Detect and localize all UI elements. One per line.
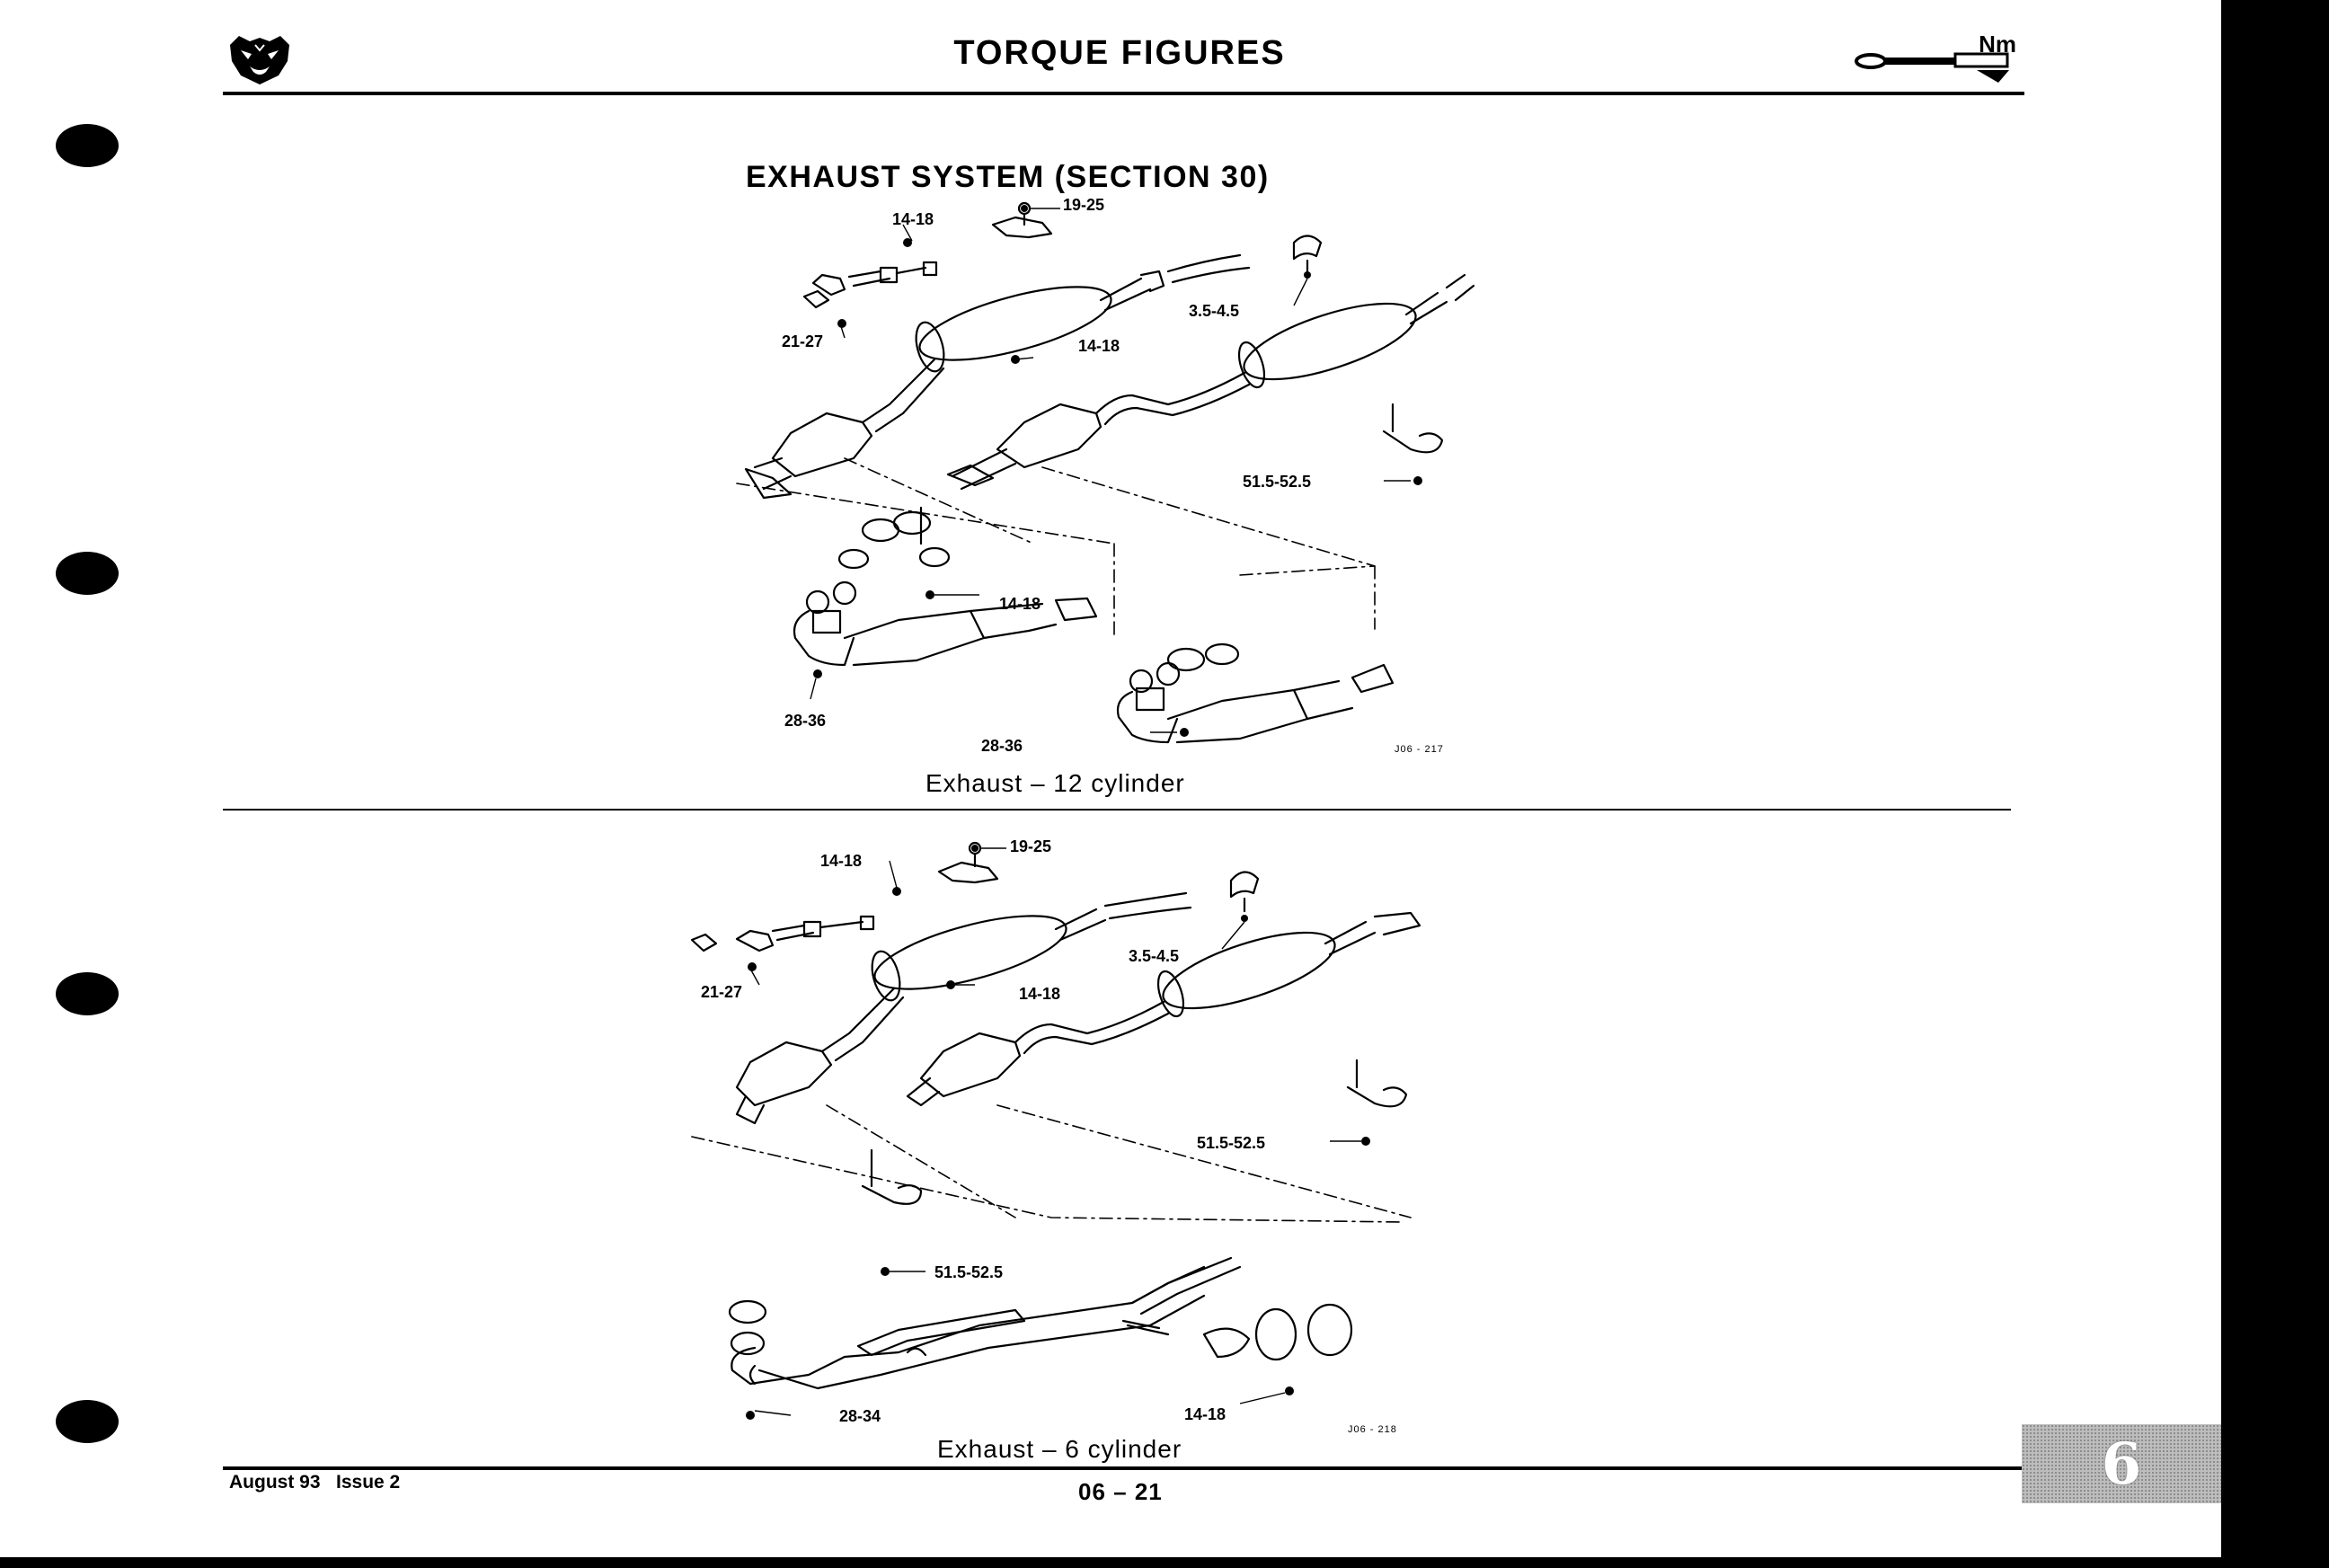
- torque-label: 19-25: [1010, 837, 1052, 855]
- torque-label: 3.5-4.5: [1189, 302, 1240, 320]
- section-title: EXHAUST SYSTEM (SECTION 30): [746, 160, 1270, 194]
- torque-label: 14-18: [892, 210, 934, 228]
- footer-rule: [223, 1466, 2024, 1470]
- torque-label: 21-27: [701, 983, 743, 1001]
- figure-reference: J06 - 218: [1348, 1424, 1397, 1435]
- page-title: TORQUE FIGURES: [953, 34, 1286, 72]
- torque-label: 51.5-52.5: [1243, 473, 1312, 491]
- torque-label: 51.5-52.5: [1197, 1134, 1266, 1152]
- torque-label: 14-18: [1078, 337, 1120, 355]
- binder-hole: [56, 972, 119, 1015]
- header-rule: [223, 92, 2024, 95]
- torque-label: 3.5-4.5: [1129, 947, 1180, 965]
- section-divider: [223, 809, 2011, 811]
- torque-label: 14-18: [1019, 985, 1061, 1003]
- section-tab-number: 6: [2101, 1430, 2142, 1498]
- scan-edge-bottom: [0, 1557, 2329, 1568]
- binder-hole: [56, 1400, 119, 1443]
- torque-label: 28-34: [839, 1407, 881, 1425]
- section-tab: 6: [2022, 1424, 2221, 1503]
- torque-label: 28-36: [981, 737, 1023, 755]
- binder-hole: [56, 552, 119, 595]
- binder-hole: [56, 124, 119, 167]
- exhaust-12-cylinder-diagram: [755, 189, 1474, 764]
- torque-label: 14-18: [1184, 1405, 1226, 1423]
- torque-label: 14-18: [999, 595, 1041, 613]
- figure-caption: Exhaust – 12 cylinder: [925, 769, 1185, 797]
- figure-reference: J06 - 217: [1395, 744, 1444, 755]
- torque-label: 14-18: [820, 852, 863, 870]
- exhaust-6-cylinder-diagram: [701, 836, 1438, 1420]
- issue-date: August 93 Issue 2: [229, 1472, 401, 1493]
- torque-label: 19-25: [1063, 196, 1105, 214]
- page-number: 06 – 21: [1078, 1478, 1163, 1505]
- torque-label: 21-27: [782, 332, 824, 350]
- jaguar-head-icon: [223, 32, 297, 86]
- torque-label: 28-36: [784, 712, 827, 730]
- figure-caption: Exhaust – 6 cylinder: [937, 1435, 1182, 1463]
- scan-edge-right: [2221, 0, 2329, 1568]
- torque-label: 51.5-52.5: [934, 1263, 1004, 1281]
- torque-wrench-icon: Nm: [1851, 31, 2022, 86]
